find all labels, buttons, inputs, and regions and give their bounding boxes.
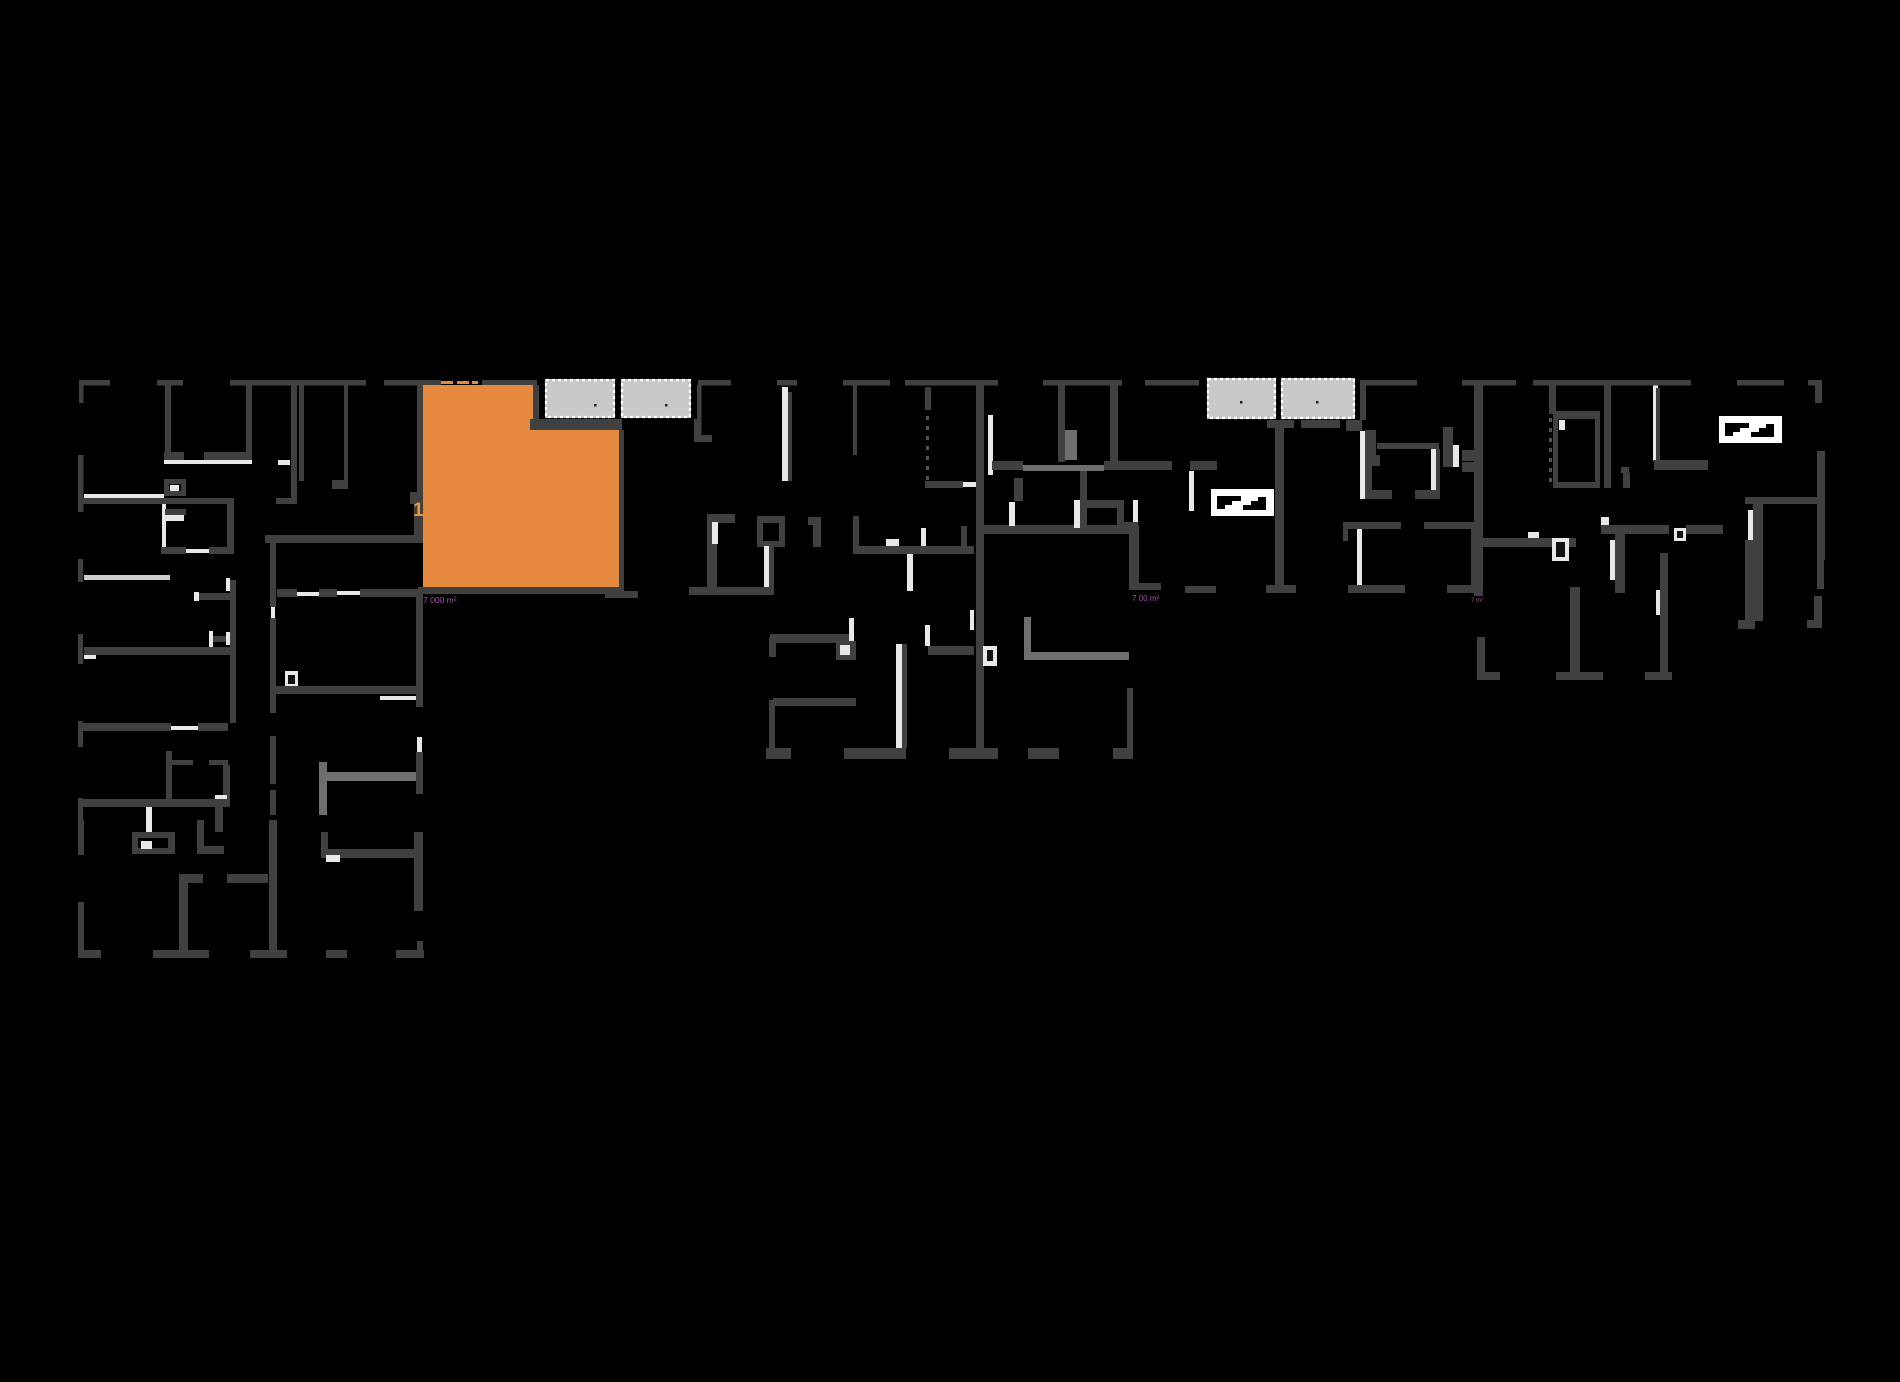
svg-text:7 00 m²: 7 00 m² xyxy=(1132,594,1159,603)
svg-text:1: 1 xyxy=(413,500,424,521)
svg-text:7 m²: 7 m² xyxy=(1471,598,1483,604)
svg-text:7 000 m²: 7 000 m² xyxy=(423,595,457,605)
